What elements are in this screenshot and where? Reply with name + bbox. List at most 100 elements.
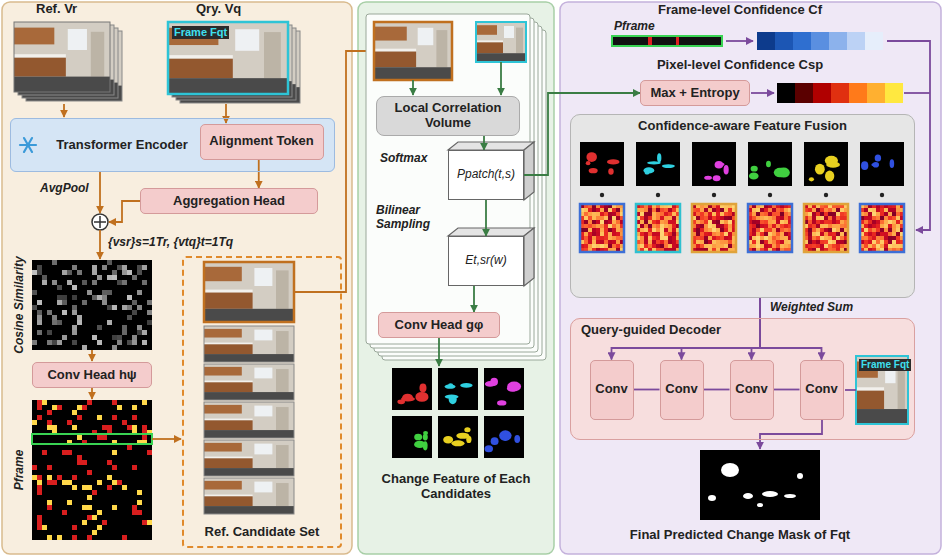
confidence-map bbox=[584, 244, 588, 248]
node-text: Aggregation Head bbox=[173, 194, 285, 209]
change-mask bbox=[875, 154, 881, 161]
frame-probability-map bbox=[32, 465, 37, 470]
confidence-map bbox=[612, 212, 616, 216]
change-mask bbox=[860, 142, 904, 186]
confidence-map bbox=[896, 208, 900, 212]
final-mask bbox=[721, 463, 739, 477]
similarity-map bbox=[42, 275, 47, 280]
frame-probability-map bbox=[62, 480, 67, 485]
final-mask bbox=[708, 495, 716, 501]
confidence-map bbox=[780, 212, 784, 216]
similarity-map bbox=[92, 295, 97, 300]
confidence-map bbox=[836, 228, 840, 232]
confidence-map bbox=[588, 240, 592, 244]
similarity-map bbox=[122, 265, 127, 270]
confidence-map bbox=[840, 212, 844, 216]
confidence-map bbox=[700, 208, 704, 212]
confidence-map bbox=[600, 228, 604, 232]
frame-probability-map bbox=[112, 465, 117, 470]
multiply-dot bbox=[600, 193, 604, 197]
confidence-map bbox=[836, 216, 840, 220]
confidence-map bbox=[764, 240, 768, 244]
room-photo bbox=[204, 457, 253, 459]
confidence-map bbox=[716, 236, 720, 240]
change-mask bbox=[586, 152, 596, 162]
confidence-map bbox=[784, 236, 788, 240]
confidence-map bbox=[816, 224, 820, 228]
confidence-map bbox=[604, 228, 608, 232]
room-photo bbox=[254, 368, 272, 379]
fusion-panel: Confidence-aware Feature Fusion bbox=[570, 114, 915, 298]
frame-probability-map bbox=[67, 420, 72, 425]
confidence-map bbox=[880, 236, 884, 240]
confidence-map bbox=[812, 240, 816, 244]
confidence-map bbox=[664, 224, 668, 228]
confidence-map bbox=[756, 212, 760, 216]
confidence-map bbox=[864, 232, 868, 236]
confidence-map bbox=[884, 212, 888, 216]
confidence-map bbox=[612, 208, 616, 212]
confidence-map bbox=[836, 244, 840, 248]
confidence-map bbox=[616, 236, 620, 240]
similarity-map bbox=[117, 340, 122, 345]
confidence-map bbox=[648, 232, 652, 236]
change-mask bbox=[608, 168, 613, 175]
similarity-map bbox=[122, 280, 127, 285]
confidence-map bbox=[640, 212, 644, 216]
operation-label: Bilinear Sampling bbox=[376, 204, 448, 232]
confidence-map bbox=[868, 240, 872, 244]
confidence-map bbox=[588, 220, 592, 224]
flow-arrow bbox=[99, 230, 101, 259]
confidence-map bbox=[728, 236, 732, 240]
frame-score-bar bbox=[648, 37, 652, 45]
frame-probability-map bbox=[77, 415, 82, 420]
confidence-map bbox=[764, 228, 768, 232]
frame-probability-map bbox=[117, 480, 122, 485]
confidence-map bbox=[804, 204, 848, 252]
frame-probability-map bbox=[137, 490, 142, 495]
confidence-map bbox=[896, 224, 900, 228]
confidence-map bbox=[724, 240, 728, 244]
frame-probability-map bbox=[107, 475, 112, 480]
similarity-map bbox=[57, 340, 62, 345]
volume-faces bbox=[524, 142, 534, 200]
similarity-map bbox=[127, 305, 132, 310]
confidence-map bbox=[840, 232, 844, 236]
frame-probability-map bbox=[72, 475, 77, 480]
confidence-map bbox=[608, 224, 612, 228]
confidence-map bbox=[596, 216, 600, 220]
confidence-map bbox=[640, 240, 644, 244]
confidence-map bbox=[608, 216, 612, 220]
confidence-map bbox=[644, 236, 648, 240]
confidence-map bbox=[752, 228, 756, 232]
similarity-map bbox=[117, 280, 122, 285]
confidence-map bbox=[608, 220, 612, 224]
confidence-map bbox=[872, 240, 876, 244]
confidence-map bbox=[656, 228, 660, 232]
flow-arrow bbox=[99, 172, 101, 213]
confidence-map bbox=[588, 228, 592, 232]
confidence-map bbox=[884, 236, 888, 240]
confidence-map bbox=[648, 236, 652, 240]
confidence-map bbox=[828, 216, 832, 220]
confidence-map bbox=[880, 216, 884, 220]
confidence-map bbox=[808, 236, 812, 240]
confidence-map bbox=[708, 236, 712, 240]
confidence-map bbox=[864, 208, 868, 212]
confidence-map bbox=[748, 204, 792, 252]
similarity-map bbox=[142, 265, 147, 270]
confidence-map bbox=[876, 228, 880, 232]
similarity-map bbox=[72, 285, 77, 290]
change-mask bbox=[636, 142, 680, 186]
confidence-map bbox=[640, 220, 644, 224]
confidence-map bbox=[784, 228, 788, 232]
confidence-map bbox=[764, 244, 768, 248]
similarity-map bbox=[92, 335, 97, 340]
confidence-map bbox=[760, 216, 764, 220]
confidence-map bbox=[616, 224, 620, 228]
similarity-map bbox=[122, 305, 127, 310]
frame-probability-map bbox=[122, 485, 127, 490]
confidence-map bbox=[616, 212, 620, 216]
similarity-map bbox=[62, 310, 67, 315]
confidence-map bbox=[652, 216, 656, 220]
